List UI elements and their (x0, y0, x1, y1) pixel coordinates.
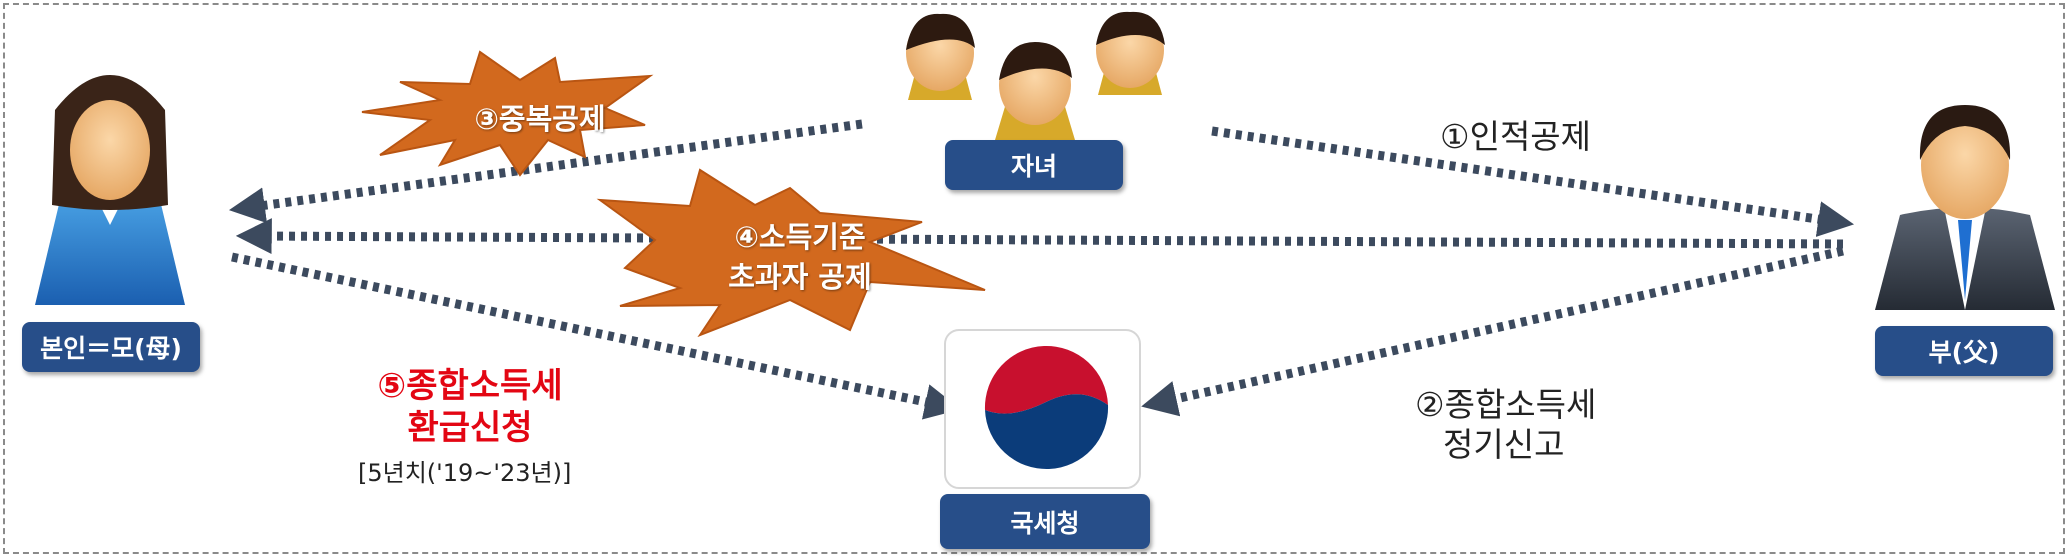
step-3-label: ③중복공제 (474, 102, 606, 136)
step-1-label: ①인적공제 (1440, 117, 1592, 156)
children-label: 자녀 (945, 140, 1123, 190)
arrow-children-to-self (228, 119, 863, 224)
step-2-label-line1: ②종합소득세 (1415, 385, 1597, 424)
burst-4 (596, 168, 986, 338)
nts-label: 국세청 (940, 494, 1150, 549)
step-5-label-line2: 환급신청 (407, 408, 533, 448)
step-2-label-line2: 정기신고 (1443, 425, 1565, 464)
arrow-children-to-father (1211, 126, 1855, 237)
step-5-note: [5년치('19~'23년)] (358, 459, 572, 487)
children-icon (906, 11, 1165, 140)
nts-logo-icon (944, 329, 1141, 489)
arrow-self-to-nts (231, 252, 961, 420)
step-4-label-line2: 초과자 공제 (728, 260, 872, 294)
diagram-frame (3, 3, 2065, 554)
step-5-label-line1: ⑤종합소득세 (377, 366, 563, 406)
man-avatar-icon (1875, 105, 2055, 310)
step-4-label-line1: ④소득기준 (734, 220, 866, 254)
arrow-father-to-self (235, 218, 1844, 255)
woman-avatar-icon (35, 75, 185, 305)
self-label: 본인＝모(母) (22, 322, 200, 372)
burst-3 (361, 50, 654, 177)
arrow-father-to-nts (1141, 246, 1844, 417)
father-label: 부(父) (1875, 326, 2053, 376)
